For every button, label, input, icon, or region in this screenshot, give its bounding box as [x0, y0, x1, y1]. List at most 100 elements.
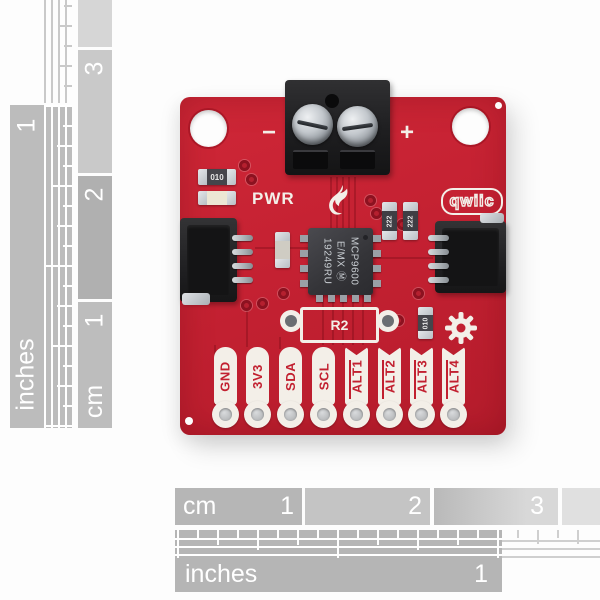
pcb-trace [354, 177, 356, 228]
qwiic-connector-left[interactable] [180, 218, 237, 302]
bottom-ruler-cm-label: cm [183, 492, 217, 520]
bottom-ruler-cm-number-3: 3 [530, 492, 544, 520]
pin-scl[interactable]: SCL [310, 347, 337, 428]
pcb-trace [332, 295, 334, 345]
left-ruler-cm-label: cm [80, 384, 109, 418]
ic-lead [300, 265, 308, 272]
via [239, 160, 250, 171]
connector-pin [428, 277, 449, 283]
ruler-guide-line [65, 105, 67, 428]
connector-pin [232, 263, 253, 269]
r2-pad-left [280, 310, 302, 332]
resistor-010-top: 010 [198, 169, 236, 185]
left-ruler-cm-number-2: 2 [80, 187, 109, 201]
pcb-trace [246, 311, 248, 347]
r2-footprint-box: R2 [300, 307, 379, 343]
sparkfun-flame-icon [328, 185, 352, 215]
via [371, 208, 382, 219]
ic-lead [300, 235, 308, 242]
via [397, 219, 408, 230]
bottom-ruler-cm-segment-4 [562, 488, 600, 525]
terminal-wire-slot-right[interactable] [340, 150, 375, 169]
ic-text-line3: 19249RU [321, 238, 333, 285]
ruler-guide-line [44, 105, 46, 428]
ic-lead [364, 295, 371, 302]
ic-lead [328, 295, 335, 302]
ic-lead [373, 280, 381, 287]
left-ruler-inch-continuation [10, 0, 72, 103]
terminal-screw-left[interactable] [292, 104, 333, 145]
pin-sda[interactable]: SDA [277, 347, 304, 428]
ruler-guide-line [51, 0, 53, 103]
capacitor-222-a: 222 [382, 202, 397, 240]
left-ruler-inch-number: 1 [12, 118, 41, 132]
pwr-label: PWR [252, 189, 295, 208]
via [257, 298, 268, 309]
connector-pin [232, 277, 253, 283]
gear-icon [444, 311, 478, 345]
pcb-trace [342, 177, 344, 228]
ruler-guide-line [51, 105, 53, 428]
ic-lead [373, 250, 381, 257]
ic-pin1-dot [363, 235, 368, 240]
pin-alt3[interactable]: ALT3 [408, 347, 435, 428]
bottom-ruler-inch-continuation [502, 530, 600, 592]
ic-lead [300, 250, 308, 257]
ruler-fraction-line [502, 556, 600, 558]
ic-lead [300, 280, 308, 287]
left-ruler-inches-label: inches [11, 337, 40, 411]
left-ruler-cm-band: 3 2 1 cm [78, 0, 112, 428]
bottom-ruler-cm-segment-2: 2 [305, 488, 430, 525]
ruler-fraction-line [175, 554, 502, 556]
bottom-ruler-inch-number: 1 [474, 560, 488, 588]
via [246, 174, 257, 185]
pcb-trace [373, 257, 433, 259]
power-led [198, 191, 236, 205]
left-ruler-inches-band: 1 inches [10, 105, 72, 428]
screw-terminal-block [285, 80, 390, 175]
bottom-ruler-cm-number-1: 1 [280, 492, 294, 520]
pin-alt4[interactable]: ALT4 [440, 347, 467, 428]
ruler-guide-line [65, 0, 67, 103]
terminal-screw-right[interactable] [337, 106, 378, 147]
cm-segment [78, 0, 112, 47]
resistor-010-right: 010 [418, 307, 433, 339]
cm-segment: 2 [78, 176, 112, 299]
capacitor-c1 [275, 232, 290, 268]
pcb-trace [348, 177, 350, 228]
connector-pin [232, 249, 253, 255]
pin-3v3[interactable]: 3V3 [244, 347, 271, 428]
via [365, 195, 376, 206]
cm-segment: 3 [78, 50, 112, 173]
ruler-guide-line [58, 0, 60, 103]
ic-lead [373, 265, 381, 272]
terminal-plus-label: + [400, 119, 415, 146]
fiducial-dot [495, 102, 502, 109]
connector-pin [428, 235, 449, 241]
r2-label: R2 [330, 317, 349, 333]
ruler-guide-line [44, 0, 46, 103]
ic-text-line2: E/MX Ⓜ [335, 241, 347, 282]
ic-text-line1: MCP9600 [348, 237, 360, 286]
terminal-wire-slot-left[interactable] [293, 150, 328, 169]
mounting-hole [452, 108, 489, 145]
ruler-fraction-line [175, 538, 502, 540]
mounting-hole [190, 110, 227, 147]
pcb-trace [342, 295, 344, 345]
via [241, 300, 252, 311]
bottom-ruler-cm-number-2: 2 [408, 492, 422, 520]
ruler-guide-line [58, 105, 60, 428]
pcb-trace [362, 295, 364, 345]
left-ruler-cm-number-1: 1 [80, 313, 109, 327]
pin-alt2[interactable]: ALT2 [376, 347, 403, 428]
fiducial-dot [185, 417, 193, 425]
connector-pin [428, 263, 449, 269]
terminal-minus-label: − [262, 119, 277, 146]
pin-gnd[interactable]: GND [212, 347, 239, 428]
bottom-ruler-cm-segment-1: cm 1 [175, 488, 302, 525]
connector-pin [428, 249, 449, 255]
ic-lead [316, 295, 323, 302]
pin-alt1[interactable]: ALT1 [343, 347, 370, 428]
ruler-fraction-line [175, 546, 502, 548]
r2-pad-right [377, 310, 399, 332]
